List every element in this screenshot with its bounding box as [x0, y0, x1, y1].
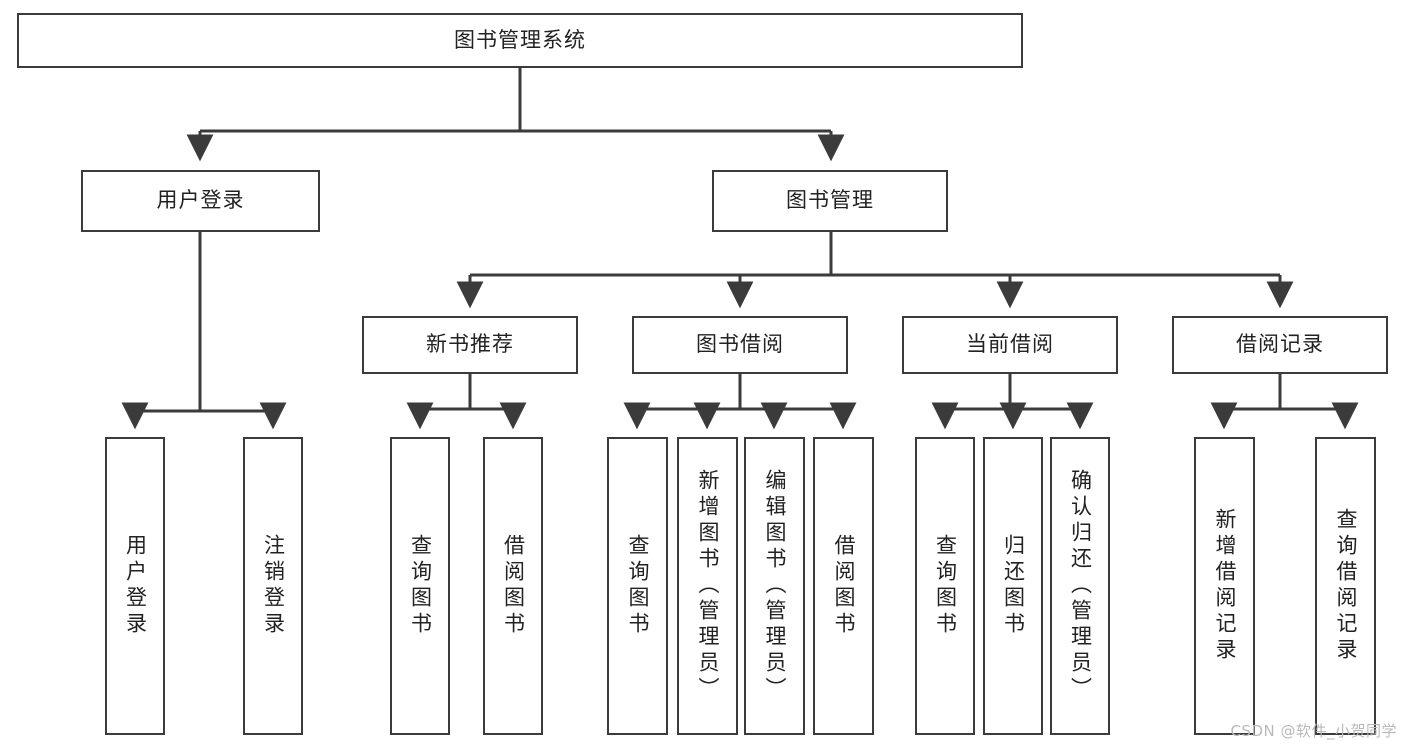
node-user-login[interactable]: 用户登录 [81, 170, 320, 232]
leaf-borrow-book-borrow-label: 借阅图书 [832, 534, 856, 638]
node-current-borrow-label: 当前借阅 [966, 332, 1054, 357]
leaf-borrow-book-recommend[interactable]: 借阅图书 [483, 437, 543, 735]
leaf-user-login-label: 用户登录 [123, 534, 148, 638]
leaf-edit-book-admin-label: 编辑图书（管理员） [763, 469, 787, 703]
leaf-add-book-admin[interactable]: 新增图书（管理员） [677, 437, 738, 735]
leaf-query-book-current-label: 查询图书 [933, 534, 958, 638]
node-current-borrow[interactable]: 当前借阅 [902, 316, 1118, 374]
node-user-login-label: 用户登录 [156, 188, 245, 213]
leaf-borrow-book-borrow[interactable]: 借阅图书 [813, 437, 874, 735]
leaf-logout[interactable]: 注销登录 [243, 437, 303, 735]
node-new-book-recommend-label: 新书推荐 [426, 332, 514, 357]
leaf-borrow-book-recommend-label: 借阅图书 [501, 534, 526, 638]
leaf-add-book-admin-label: 新增图书（管理员） [696, 469, 720, 703]
leaf-confirm-return-admin[interactable]: 确认归还（管理员） [1050, 437, 1110, 735]
node-book-borrow[interactable]: 图书借阅 [632, 316, 848, 374]
node-new-book-recommend[interactable]: 新书推荐 [362, 316, 578, 374]
leaf-user-login[interactable]: 用户登录 [105, 437, 165, 735]
node-book-manage-label: 图书管理 [786, 188, 874, 213]
node-book-manage[interactable]: 图书管理 [712, 170, 948, 232]
leaf-return-book[interactable]: 归还图书 [983, 437, 1043, 735]
node-borrow-record-label: 借阅记录 [1236, 332, 1324, 357]
watermark: CSDN @软件_小贺同学 [1230, 722, 1397, 740]
leaf-query-borrow-record-label: 查询借阅记录 [1334, 508, 1358, 664]
leaf-query-book-current[interactable]: 查询图书 [915, 437, 975, 735]
leaf-query-book-recommend-label: 查询图书 [408, 534, 433, 638]
leaf-query-book-recommend[interactable]: 查询图书 [390, 437, 450, 735]
leaf-query-book-borrow-label: 查询图书 [626, 534, 650, 638]
leaf-confirm-return-admin-label: 确认归还（管理员） [1068, 469, 1093, 703]
node-borrow-record[interactable]: 借阅记录 [1172, 316, 1388, 374]
leaf-return-book-label: 归还图书 [1001, 534, 1026, 638]
node-root-system[interactable]: 图书管理系统 [17, 13, 1023, 68]
leaf-logout-label: 注销登录 [261, 534, 286, 638]
node-book-borrow-label: 图书借阅 [696, 332, 784, 357]
leaf-edit-book-admin[interactable]: 编辑图书（管理员） [744, 437, 805, 735]
leaf-query-book-borrow[interactable]: 查询图书 [607, 437, 668, 735]
leaf-query-borrow-record[interactable]: 查询借阅记录 [1315, 437, 1376, 735]
node-root-system-label: 图书管理系统 [454, 27, 586, 52]
leaf-add-borrow-record[interactable]: 新增借阅记录 [1194, 437, 1255, 735]
leaf-add-borrow-record-label: 新增借阅记录 [1213, 508, 1237, 664]
